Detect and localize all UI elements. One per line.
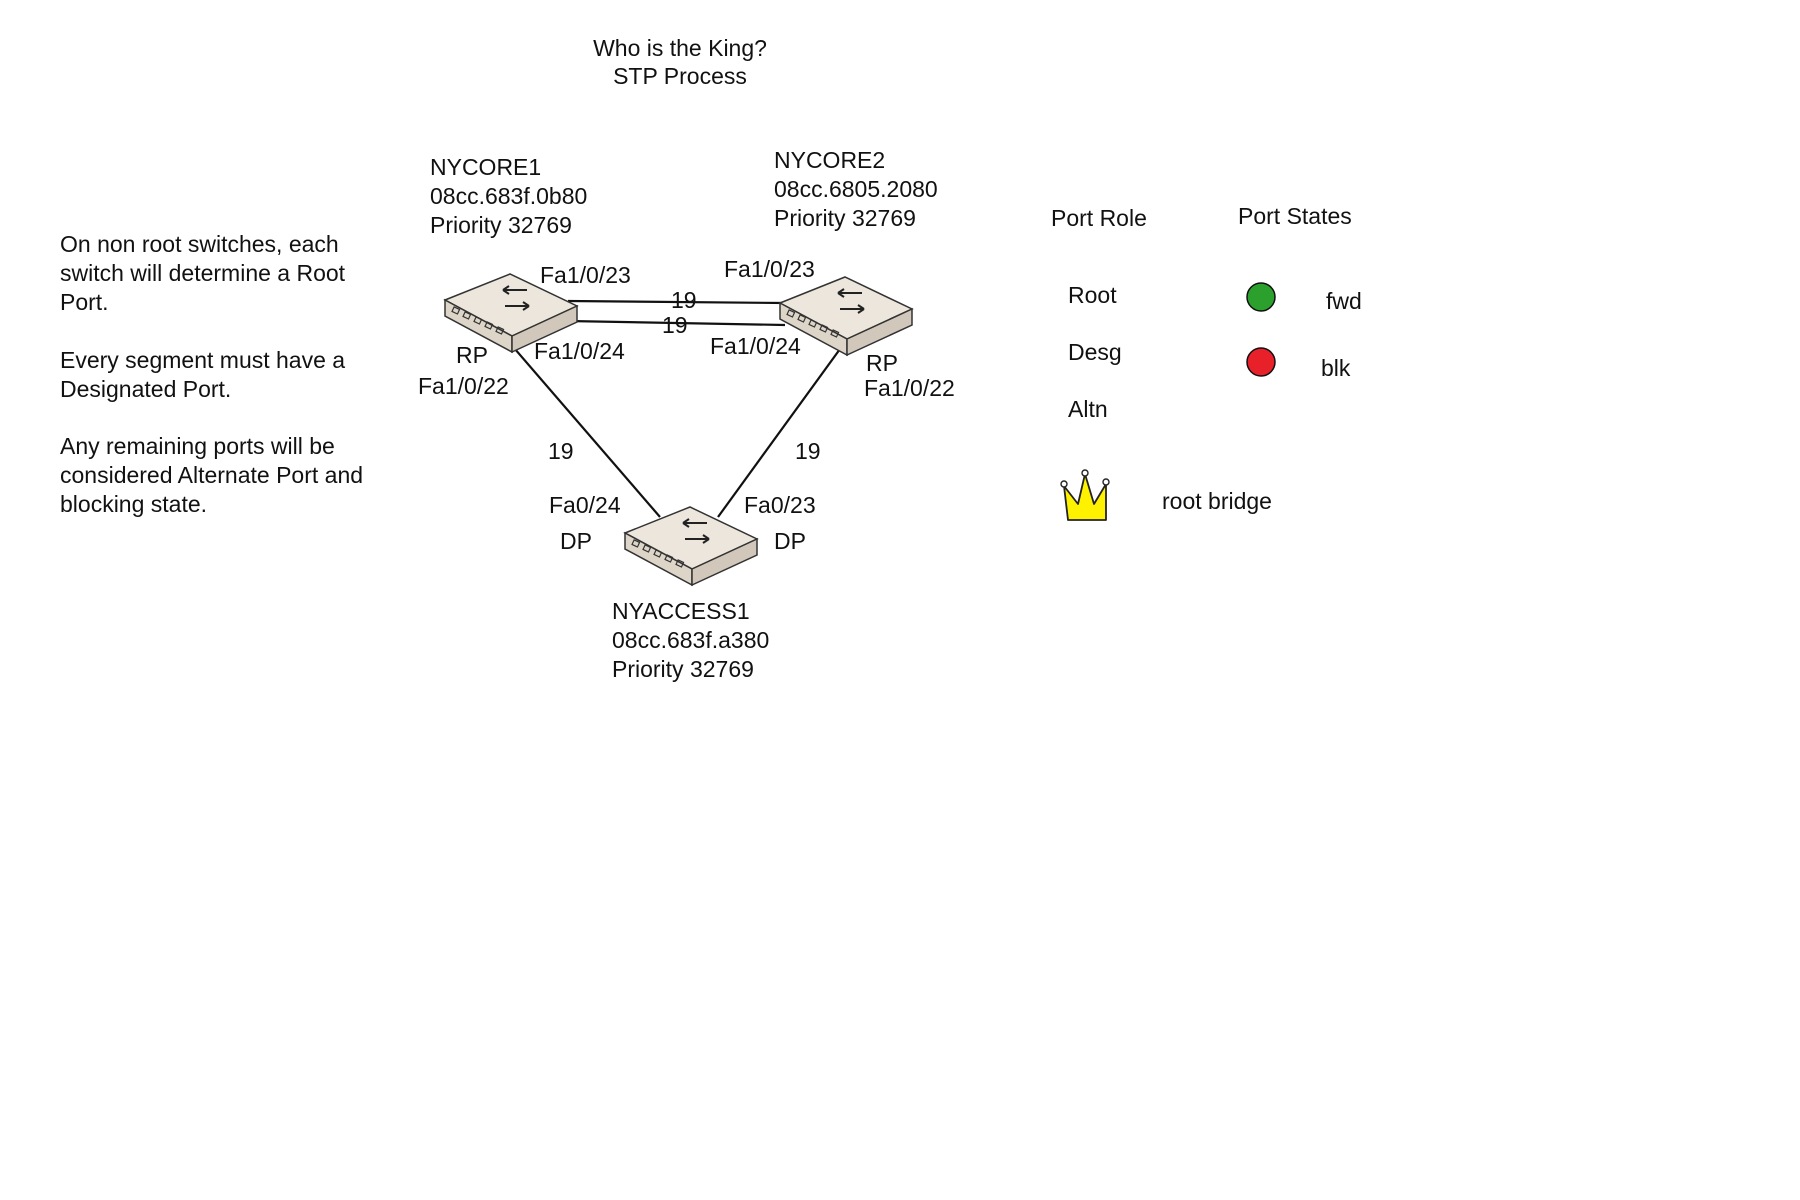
legend-port-states-header: Port States: [1238, 203, 1352, 229]
nycore1-mac: 08cc.683f.0b80: [430, 183, 588, 209]
explanation-root-port: On non root switches, each switch will d…: [60, 231, 346, 315]
page-subtitle: STP Process: [613, 63, 747, 89]
core2-port-fa24: Fa1/0/24: [710, 333, 801, 359]
nycore2-name: NYCORE2: [774, 147, 886, 173]
explanation-designated-port: Every segment must have a Designated Por…: [60, 347, 346, 402]
link-core2-access: [717, 348, 841, 518]
core2-port-fa23: Fa1/0/23: [724, 256, 815, 282]
switch-nyaccess1-icon[interactable]: [623, 506, 759, 587]
legend-port-role-header: Port Role: [1051, 205, 1147, 231]
legend-role-root: Root: [1068, 282, 1117, 308]
link-cost-left: 19: [548, 438, 574, 464]
switch-nycore2-icon[interactable]: [778, 276, 914, 357]
fwd-state-dot-icon: [1246, 282, 1276, 312]
link-cost-top2: 19: [662, 312, 688, 338]
nycore2-priority: Priority 32769: [774, 205, 916, 231]
core1-port-fa23: Fa1/0/23: [540, 262, 631, 288]
legend-role-altn: Altn: [1068, 396, 1108, 422]
nyaccess1-name: NYACCESS1: [612, 598, 750, 624]
legend-root-bridge: root bridge: [1162, 488, 1272, 514]
link-cost-top1: 19: [671, 287, 697, 313]
link-core1-access: [507, 340, 661, 518]
legend-state-fwd: fwd: [1326, 288, 1362, 314]
access-role-dp-left: DP: [560, 528, 592, 554]
access-port-fa24: Fa0/24: [549, 492, 621, 518]
nycore1-priority: Priority 32769: [430, 212, 572, 238]
core2-port-fa22: Fa1/0/22: [864, 375, 955, 401]
access-port-fa23: Fa0/23: [744, 492, 816, 518]
core1-port-fa24: Fa1/0/24: [534, 338, 625, 364]
link-cost-right: 19: [795, 438, 821, 464]
nycore1-name: NYCORE1: [430, 154, 542, 180]
core1-port-fa22: Fa1/0/22: [418, 373, 509, 399]
legend-role-desg: Desg: [1068, 339, 1122, 365]
nyaccess1-mac: 08cc.683f.a380: [612, 627, 770, 653]
access-role-dp-right: DP: [774, 528, 806, 554]
core1-role-rp: RP: [456, 342, 488, 368]
blk-state-dot-icon: [1246, 347, 1276, 377]
page-title: Who is the King?: [593, 35, 767, 61]
switch-nycore1-icon[interactable]: [443, 273, 579, 354]
core2-role-rp: RP: [866, 350, 898, 376]
link-core1-core2-fa24: [567, 319, 786, 327]
crown-icon: [1060, 469, 1110, 521]
explanation-alternate-port: Any remaining ports will be considered A…: [60, 433, 364, 517]
nyaccess1-priority: Priority 32769: [612, 656, 754, 682]
link-core1-core2-fa23: [567, 299, 786, 305]
legend-state-blk: blk: [1321, 355, 1351, 381]
nycore2-mac: 08cc.6805.2080: [774, 176, 938, 202]
links: [507, 299, 841, 518]
